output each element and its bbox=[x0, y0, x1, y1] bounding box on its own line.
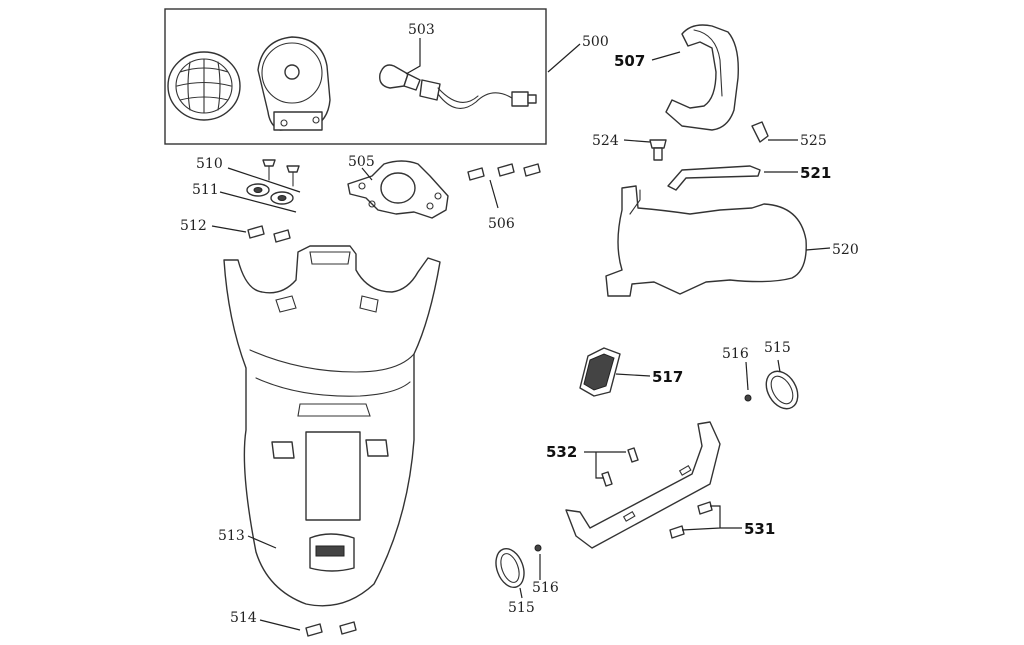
callout-521: 521 bbox=[800, 164, 831, 182]
callout-516-lower: 516 bbox=[532, 580, 559, 596]
headlamp-assembly-frame bbox=[164, 8, 547, 145]
carrier-handle-507 bbox=[665, 24, 739, 131]
callout-515-upper: 515 bbox=[764, 340, 791, 356]
clips-532 bbox=[601, 447, 639, 487]
inner-tray-520 bbox=[605, 185, 807, 297]
screws-506 bbox=[467, 163, 541, 181]
rod-521 bbox=[667, 165, 761, 191]
washers-511 bbox=[246, 183, 294, 205]
screws-510 bbox=[262, 159, 300, 187]
callout-532: 532 bbox=[546, 443, 577, 461]
grille-517 bbox=[579, 347, 621, 397]
callout-514: 514 bbox=[230, 610, 257, 626]
callout-531: 531 bbox=[744, 520, 775, 538]
callout-525: 525 bbox=[800, 133, 827, 149]
clips-512 bbox=[247, 225, 291, 243]
callout-513: 513 bbox=[218, 528, 245, 544]
bulb-and-wiring bbox=[379, 64, 537, 109]
callout-520: 520 bbox=[832, 242, 859, 258]
callout-516-upper: 516 bbox=[722, 346, 749, 362]
callout-510: 510 bbox=[196, 156, 223, 172]
leader-lines bbox=[211, 38, 831, 631]
clip-525 bbox=[751, 121, 769, 143]
screw-516-upper bbox=[744, 394, 752, 402]
callout-515-lower: 515 bbox=[508, 600, 535, 616]
callout-512: 512 bbox=[180, 218, 207, 234]
ring-515-upper bbox=[765, 370, 799, 410]
screws-514 bbox=[305, 621, 357, 637]
callout-524: 524 bbox=[592, 133, 619, 149]
callout-503: 503 bbox=[408, 22, 435, 38]
front-cover-513 bbox=[223, 245, 441, 607]
callout-507: 507 bbox=[614, 52, 645, 70]
callout-506: 506 bbox=[488, 216, 515, 232]
callout-511: 511 bbox=[192, 182, 219, 198]
screws-531 bbox=[669, 501, 713, 539]
callout-517: 517 bbox=[652, 368, 683, 386]
bolt-524 bbox=[649, 139, 667, 161]
screw-516-lower bbox=[534, 544, 542, 552]
bracket-bar bbox=[565, 421, 721, 549]
headlamp-housing bbox=[257, 36, 331, 131]
mount-bracket-505 bbox=[347, 160, 449, 219]
ring-515-lower bbox=[495, 547, 525, 589]
callout-500: 500 bbox=[582, 34, 609, 50]
headlamp-lens bbox=[167, 51, 241, 121]
callout-505: 505 bbox=[348, 154, 375, 170]
